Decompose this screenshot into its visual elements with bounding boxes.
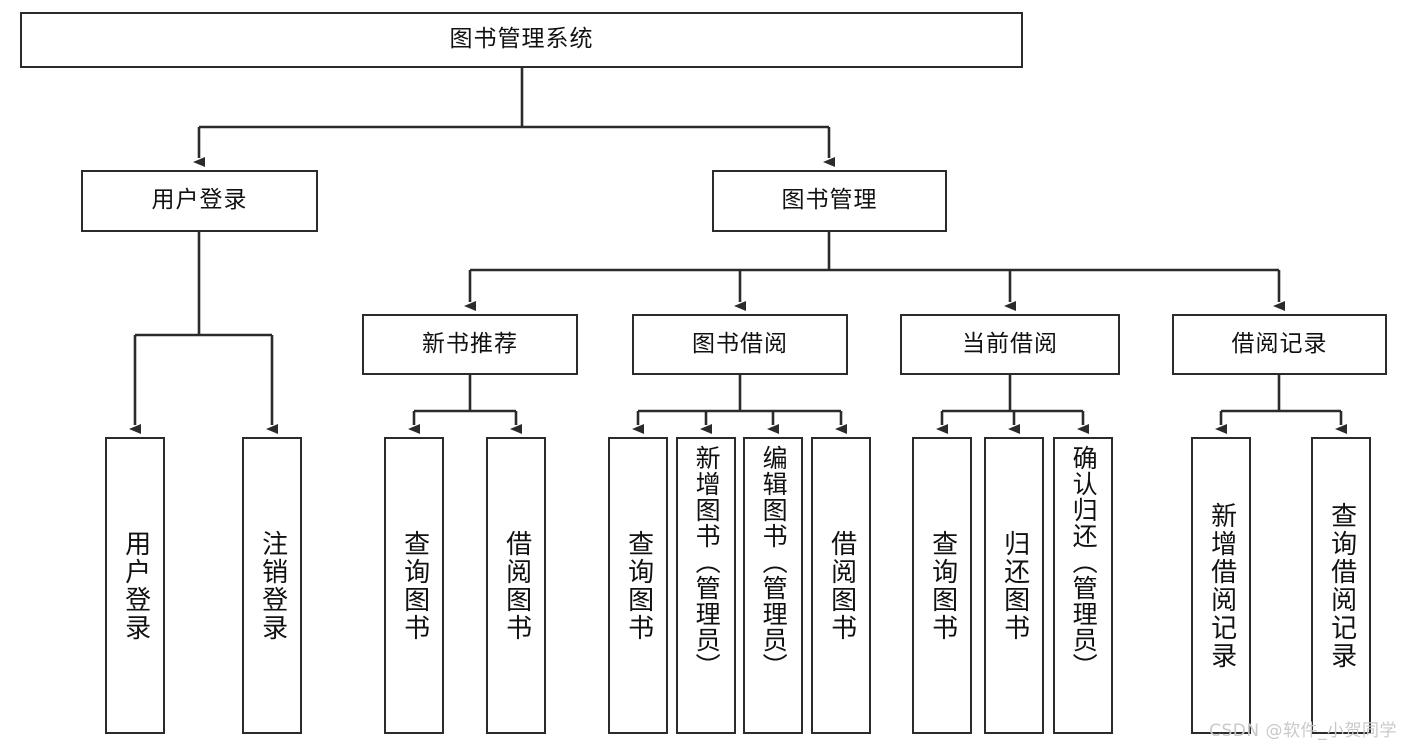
leaf-add-borrow-record-label: 新增借阅记录 bbox=[1206, 501, 1237, 670]
node-borrow-records[interactable]: 借阅记录 bbox=[1172, 314, 1387, 375]
leaf-query-book-borrow-label: 查询图书 bbox=[623, 529, 654, 642]
leaf-query-borrow-record-label: 查询借阅记录 bbox=[1326, 501, 1357, 670]
leaf-query-book-borrow[interactable]: 查询图书 bbox=[608, 437, 668, 734]
node-current-borrow[interactable]: 当前借阅 bbox=[900, 314, 1120, 375]
leaf-query-book-current-label: 查询图书 bbox=[927, 529, 958, 642]
csdn-watermark: CSDN @软件_小贺同学 bbox=[1209, 721, 1397, 741]
leaf-logout[interactable]: 注销登录 bbox=[242, 437, 302, 734]
node-new-book-recommend[interactable]: 新书推荐 bbox=[362, 314, 578, 375]
leaf-return-book[interactable]: 归还图书 bbox=[984, 437, 1044, 734]
node-root-system-label: 图书管理系统 bbox=[449, 26, 594, 53]
node-user-login[interactable]: 用户登录 bbox=[81, 170, 318, 232]
leaf-add-book-admin-label: 新增图书（管理员） bbox=[692, 445, 722, 679]
leaf-edit-book-admin[interactable]: 编辑图书（管理员） bbox=[743, 437, 803, 734]
leaf-query-book-recommend[interactable]: 查询图书 bbox=[384, 437, 444, 734]
leaf-logout-label: 注销登录 bbox=[257, 529, 288, 642]
leaf-borrow-book-label: 借阅图书 bbox=[826, 529, 857, 642]
node-current-borrow-label: 当前借阅 bbox=[962, 330, 1058, 357]
node-book-borrow[interactable]: 图书借阅 bbox=[632, 314, 848, 375]
node-book-management-label: 图书管理 bbox=[781, 187, 878, 214]
leaf-borrow-book-recommend-label: 借阅图书 bbox=[501, 529, 532, 642]
leaf-return-book-label: 归还图书 bbox=[999, 529, 1030, 642]
leaf-edit-book-admin-label: 编辑图书（管理员） bbox=[759, 445, 789, 679]
leaf-user-login-label: 用户登录 bbox=[120, 529, 151, 642]
leaf-confirm-return-admin-label: 确认归还（管理员） bbox=[1069, 445, 1099, 679]
leaf-add-book-admin[interactable]: 新增图书（管理员） bbox=[676, 437, 736, 734]
node-root-system[interactable]: 图书管理系统 bbox=[20, 12, 1023, 68]
leaf-borrow-book-recommend[interactable]: 借阅图书 bbox=[486, 437, 546, 734]
leaf-user-login[interactable]: 用户登录 bbox=[105, 437, 165, 734]
leaf-add-borrow-record[interactable]: 新增借阅记录 bbox=[1191, 437, 1251, 734]
node-borrow-records-label: 借阅记录 bbox=[1231, 330, 1328, 357]
node-new-book-recommend-label: 新书推荐 bbox=[422, 330, 518, 357]
node-book-management[interactable]: 图书管理 bbox=[712, 170, 947, 232]
node-user-login-label: 用户登录 bbox=[151, 187, 248, 214]
leaf-query-borrow-record[interactable]: 查询借阅记录 bbox=[1311, 437, 1371, 734]
leaf-query-book-current[interactable]: 查询图书 bbox=[912, 437, 972, 734]
node-book-borrow-label: 图书借阅 bbox=[692, 330, 788, 357]
leaf-confirm-return-admin[interactable]: 确认归还（管理员） bbox=[1053, 437, 1113, 734]
leaf-query-book-recommend-label: 查询图书 bbox=[399, 529, 430, 642]
leaf-borrow-book[interactable]: 借阅图书 bbox=[811, 437, 871, 734]
